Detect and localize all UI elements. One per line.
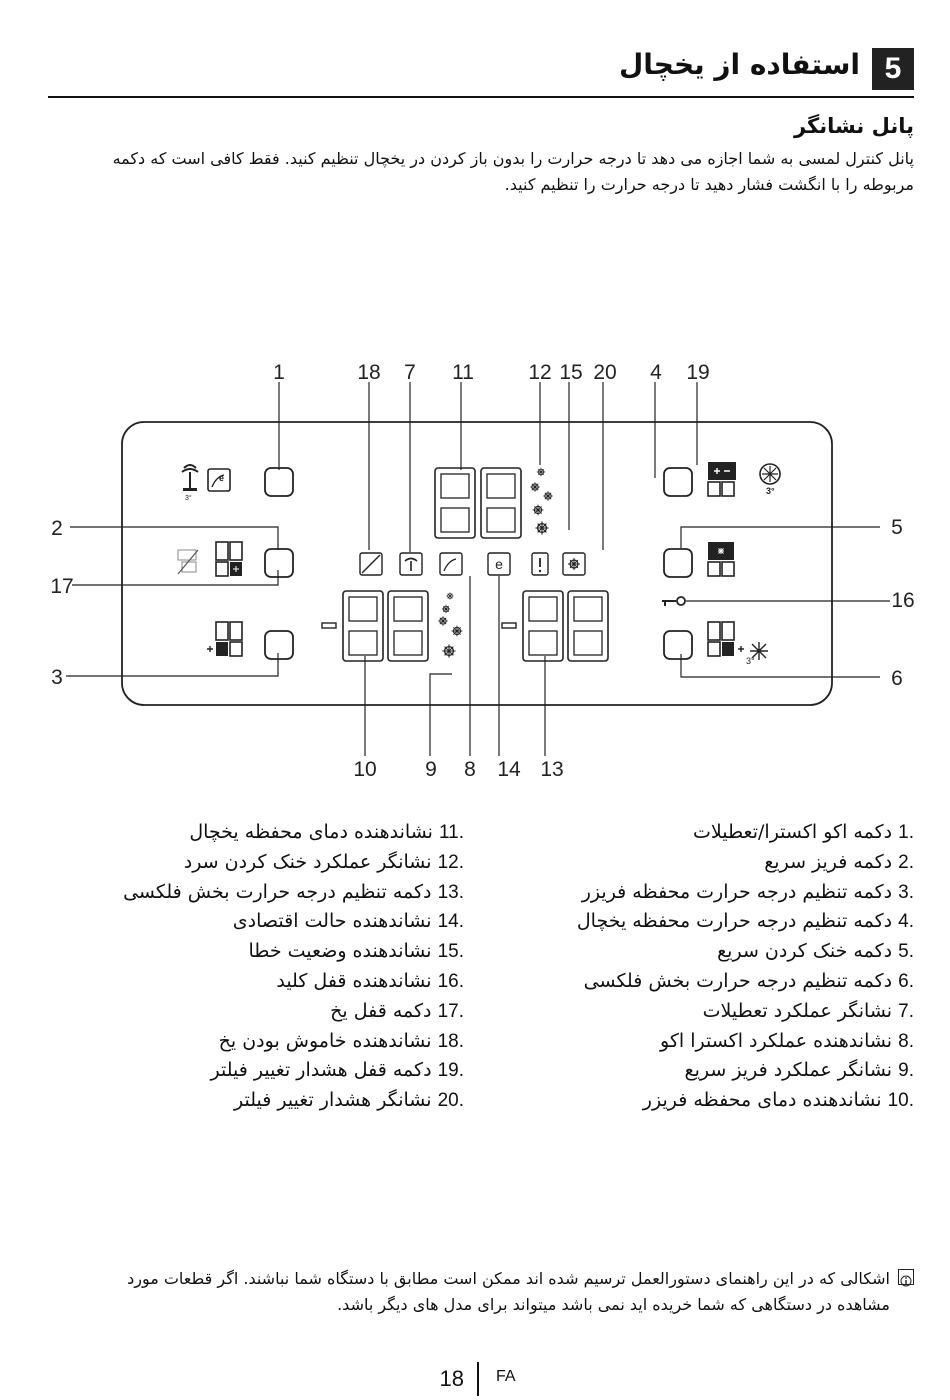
legend-item: .14 نشاندهنده حالت اقتصادی bbox=[232, 910, 464, 933]
quick-cool-icon bbox=[707, 542, 735, 577]
flexi-temp-display bbox=[522, 590, 609, 662]
freezer-temp-icon bbox=[207, 621, 243, 657]
chapter-header: 5 استفاده از یخچال bbox=[48, 46, 914, 98]
eco-extra-indicator bbox=[439, 552, 463, 576]
flexi-temp-button[interactable] bbox=[663, 630, 693, 660]
quick-freeze-snowflakes-icon bbox=[437, 592, 463, 659]
info-icon bbox=[898, 1269, 914, 1287]
fridge-temp-icon bbox=[707, 462, 736, 497]
callout-11: 11 bbox=[452, 361, 474, 384]
legend-right-column: .1 دکمه اکو اکسترا/تعطیلات .2 دکمه فریز … bbox=[554, 818, 914, 1116]
callout-numbers: 1 18 7 11 12 15 20 4 19 2 17 3 5 16 6 10… bbox=[50, 361, 914, 781]
legend-item: .15 نشاندهنده وضعیت خطا bbox=[248, 940, 464, 963]
callout-14: 14 bbox=[497, 758, 521, 781]
callout-12: 12 bbox=[528, 361, 551, 384]
legend-item: .12 نشانگر عملکرد خنک کردن سرد bbox=[183, 850, 464, 873]
freezer-temp-button[interactable] bbox=[264, 630, 294, 660]
filter-snowflake-icon: 3° bbox=[759, 463, 781, 496]
holiday-indicator bbox=[399, 552, 423, 576]
error-indicator bbox=[531, 552, 549, 576]
legend-item: .5 دکمه خنک کردن سریع bbox=[717, 940, 914, 963]
callout-17: 17 bbox=[50, 575, 73, 598]
legend-item: .10 نشاندهنده دمای محفظه فریزر bbox=[642, 1089, 914, 1112]
panel-outline bbox=[121, 421, 833, 706]
legend-left-column: .11 نشاندهنده دمای محفظه یخچال .12 نشانگ… bbox=[123, 818, 464, 1116]
legend-item: .9 نشانگر عملکرد فریز سریع bbox=[684, 1059, 914, 1082]
fridge-temp-button[interactable] bbox=[663, 467, 693, 497]
callout-15: 15 bbox=[559, 361, 582, 384]
callout-5: 5 bbox=[891, 516, 903, 539]
holiday-temp-label: 3° bbox=[185, 494, 192, 502]
chapter-title: استفاده از یخچال bbox=[618, 48, 860, 81]
key-lock-icon bbox=[662, 596, 686, 606]
fridge-temp-display bbox=[434, 467, 522, 539]
callout-8: 8 bbox=[464, 758, 476, 781]
legend-item: .7 نشانگر عملکرد تعطیلات bbox=[702, 999, 914, 1022]
legend-item: .17 دکمه قفل یخ bbox=[330, 999, 464, 1022]
legend-item: .13 دکمه تنظیم درجه حرارت بخش فلکسی bbox=[123, 880, 464, 903]
callout-10: 10 bbox=[353, 758, 376, 781]
callout-16: 16 bbox=[891, 589, 914, 612]
flexi-temp-icon: 3° bbox=[707, 621, 768, 666]
language-code: FA bbox=[496, 1368, 516, 1385]
info-note: اشکالی که در این راهنمای دستورالعمل ترسی… bbox=[70, 1266, 914, 1318]
filter-change-indicator bbox=[562, 552, 586, 576]
freezer-minus-segment bbox=[321, 622, 337, 629]
callout-3: 3 bbox=[51, 666, 63, 689]
holiday-palm-icon: 3° bbox=[181, 464, 199, 502]
intro-paragraph: پانل کنترل لمسی به شما اجازه می دهد تا د… bbox=[112, 149, 914, 194]
ice-off-indicator bbox=[359, 552, 383, 576]
legend-item: .2 دکمه فریز سریع bbox=[764, 850, 914, 873]
section-title: پانل نشانگر bbox=[793, 114, 914, 138]
chapter-number: 5 bbox=[872, 48, 914, 90]
legend-item: .16 نشاندهنده قفل کلید bbox=[276, 969, 464, 992]
callout-13: 13 bbox=[540, 758, 563, 781]
legend-item: .4 دکمه تنظیم درجه حرارت محفظه یخچال bbox=[576, 910, 914, 933]
quick-freeze-button[interactable] bbox=[264, 548, 294, 578]
legend-item: .3 دکمه تنظیم درجه حرارت محفظه فریزر bbox=[581, 880, 914, 903]
flexi-minus-segment bbox=[501, 622, 517, 629]
quick-freeze-fridge-icon bbox=[215, 541, 243, 577]
callout-18: 18 bbox=[357, 361, 380, 384]
page-number: 18 bbox=[439, 1366, 464, 1391]
callout-9: 9 bbox=[425, 758, 437, 781]
ice-off-icon bbox=[177, 549, 199, 575]
callout-7: 7 bbox=[404, 361, 416, 384]
legend-item: .20 نشانگر هشدار تغییر فیلتر bbox=[233, 1089, 464, 1112]
economy-indicator: e bbox=[487, 552, 511, 576]
freezer-temp-display bbox=[342, 590, 429, 662]
eco-extra-button[interactable] bbox=[264, 467, 294, 497]
callout-1: 1 bbox=[273, 361, 285, 384]
leader-lines bbox=[66, 382, 890, 756]
page-footer: 18 FA bbox=[430, 1362, 550, 1396]
quick-cool-snowflakes-icon bbox=[529, 467, 554, 536]
note-text: اشکالی که در این راهنمای دستورالعمل ترسی… bbox=[127, 1269, 890, 1314]
legend-item: .1 دکمه اکو اکسترا/تعطیلات bbox=[693, 821, 914, 843]
legend-item: .19 دکمه قفل هشدار تغییر فیلتر bbox=[210, 1059, 464, 1082]
quick-cool-button[interactable] bbox=[663, 548, 693, 578]
callout-2: 2 bbox=[51, 517, 63, 540]
svg-text:e: e bbox=[495, 556, 503, 572]
callout-4: 4 bbox=[650, 361, 662, 384]
filter-temp-label: 3° bbox=[766, 486, 775, 496]
control-panel-diagram: 1 18 7 11 12 15 20 4 19 2 17 3 5 16 6 10… bbox=[50, 361, 914, 781]
flexi-temp-label: 3° bbox=[746, 656, 755, 666]
legend-item: .8 نشاندهنده عملکرد اکسترا اکو bbox=[660, 1029, 914, 1052]
callout-6: 6 bbox=[891, 667, 903, 690]
legend-item: .11 نشاندهنده دمای محفظه یخچال bbox=[189, 821, 464, 843]
callout-20: 20 bbox=[593, 361, 616, 384]
callout-19: 19 bbox=[686, 361, 709, 384]
svg-text:e: e bbox=[219, 473, 224, 483]
legend-item: .18 نشاندهنده خاموش بودن یخ bbox=[218, 1029, 464, 1052]
eco-extra-icon: e bbox=[207, 468, 231, 492]
legend-item: .6 دکمه تنظیم درجه حرارت بخش فلکسی bbox=[583, 969, 914, 992]
footer-divider bbox=[477, 1362, 479, 1396]
